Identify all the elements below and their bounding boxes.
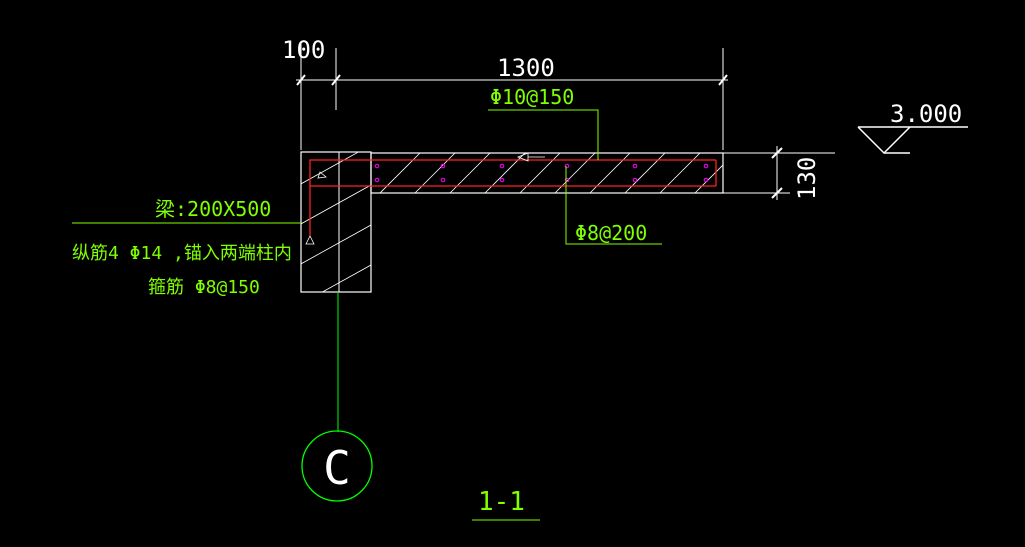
callout-leaders <box>72 109 662 245</box>
right-dimension <box>723 146 835 200</box>
dimension-100-label: 100 <box>282 36 325 64</box>
dimension-130-label: 130 <box>793 157 821 200</box>
top-rebar-label: Φ10@150 <box>490 85 574 109</box>
section-label: 1-1 <box>478 487 525 517</box>
axis-bubble <box>301 430 373 502</box>
axis-label: C <box>323 441 351 495</box>
distribution-rebar-label: Φ8@200 <box>575 221 647 245</box>
top-rebar-leader <box>488 109 599 160</box>
dimension-1300-label: 1300 <box>497 54 555 82</box>
elevation-label: 3.000 <box>890 100 962 128</box>
elevation-symbol <box>857 126 968 155</box>
beam-longitudinal-label: 纵筋4 Φ14 ,锚入两端柱内 <box>72 243 292 264</box>
beam <box>300 151 372 293</box>
beam-outline <box>300 151 372 293</box>
rebar-arrow-marks <box>317 152 545 179</box>
rebar <box>305 159 717 245</box>
beam-size-label: 梁:200X500 <box>155 197 271 221</box>
rebar-dots <box>374 163 709 183</box>
slab-outline <box>370 152 724 194</box>
distribution-rebar-leader <box>565 166 662 245</box>
beam-stirrup-label: 箍筋 Φ8@150 <box>148 277 260 298</box>
top-dimension <box>296 42 728 150</box>
top-rebar <box>309 159 716 236</box>
slab <box>370 152 724 194</box>
beam-hatch <box>301 152 371 292</box>
